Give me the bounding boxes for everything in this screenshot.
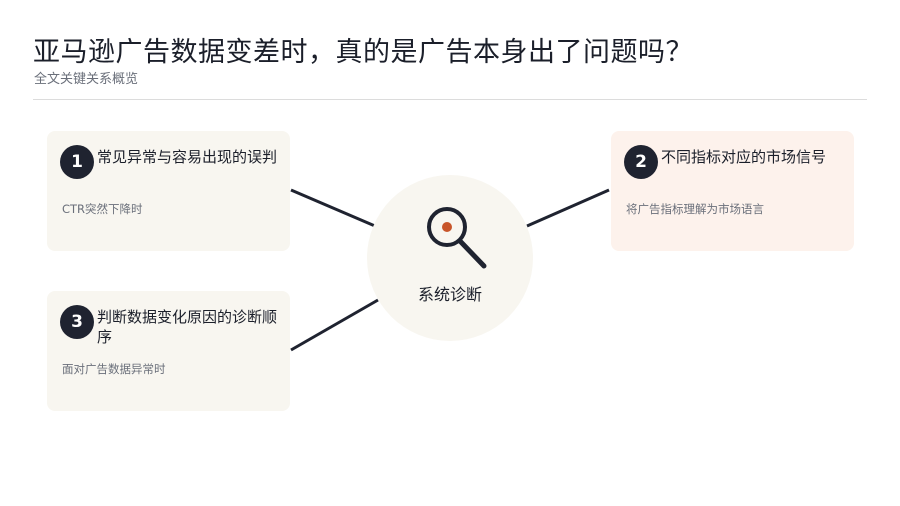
card-title: 不同指标对应的市场信号: [661, 148, 827, 166]
card-title: 常见异常与容易出现的误判: [97, 148, 278, 166]
card-description: 将广告指标理解为市场语言: [626, 202, 764, 216]
card-number-badge: 2: [624, 145, 658, 179]
hub-circle: [367, 175, 533, 341]
connector-line-2: [526, 188, 610, 228]
card-number-badge: 3: [60, 305, 94, 339]
hub-label: 系统诊断: [417, 285, 482, 304]
connector-line-3: [290, 298, 379, 352]
card-description: 面对广告数据异常时: [62, 362, 166, 376]
card-description: CTR突然下降时: [62, 202, 143, 216]
card-1: 1 常见异常与容易出现的误判 CTR突然下降时: [47, 131, 290, 251]
connector-line-1: [290, 188, 376, 228]
card-title: 判断数据变化原因的诊断顺序: [97, 308, 278, 346]
card-3: 3 判断数据变化原因的诊断顺序 面对广告数据异常时: [47, 291, 290, 411]
card-2: 2 不同指标对应的市场信号 将广告指标理解为市场语言: [611, 131, 854, 251]
page-title: 亚马逊广告数据变差时，真的是广告本身出了问题吗？: [33, 37, 693, 68]
header-divider: [33, 99, 867, 100]
search-icon: [427, 207, 487, 269]
card-number-badge: 1: [60, 145, 94, 179]
page-subtitle: 全文关键关系概览: [34, 72, 139, 87]
